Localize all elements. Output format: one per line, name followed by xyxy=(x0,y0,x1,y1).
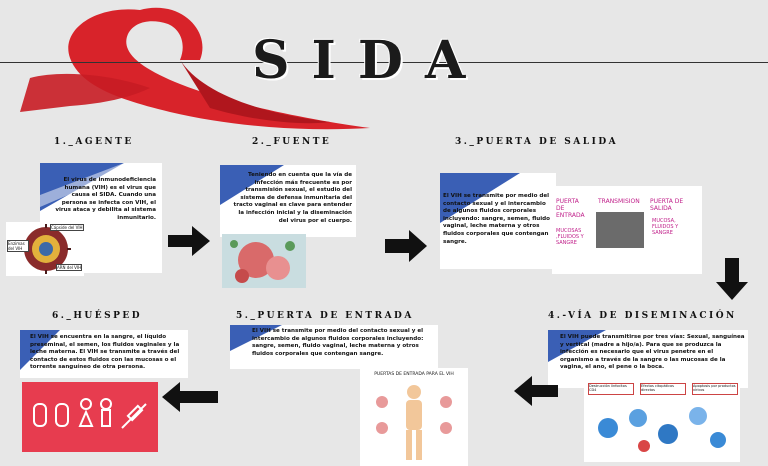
step-2-card: Teniendo en cuenta que la vía de infecci… xyxy=(220,165,356,237)
figure-title: PUERTAS DE ENTRADA PARA EL VIH xyxy=(374,372,454,377)
step-5-text: El VIH se transmite por medio del contac… xyxy=(252,328,424,357)
label-enzimas: Enzimas del VIH xyxy=(7,240,29,252)
diagram-salida-label: PUERTA DE SALIDA xyxy=(650,198,684,212)
step-6-card: El VIH se encuentra en la sangre, el líq… xyxy=(20,330,188,378)
blue-corner-icon xyxy=(40,163,124,211)
cell-infection-image xyxy=(222,234,306,288)
arrow-left-icon xyxy=(162,382,218,412)
arrow-left-icon xyxy=(514,376,558,406)
hiv-virus-image: Cápside del VIH Enzimas del VIH ARN del … xyxy=(6,222,84,276)
transmission-diagram: PUERTA DE ENTRADA TRANSMISION PUERTA DE … xyxy=(552,186,702,274)
box-efectos: Efectos citopáticos directos xyxy=(640,383,686,395)
diagram-right-label: MUCOSA, FLUIDOS Y SANGRE xyxy=(652,218,679,236)
host-icons-panel xyxy=(22,382,158,452)
step-5-heading: 5._Puerta de entrada xyxy=(236,311,414,321)
diagram-entrada-label: PUERTA DE ENTRADA xyxy=(556,198,585,219)
step-2-heading: 2._Fuente xyxy=(252,137,332,147)
page-title: SIDA xyxy=(252,30,488,91)
diagram-left-label: MUCOSAS ,FLUIDOS Y SANGRE xyxy=(556,228,584,246)
arrow-right-icon xyxy=(385,230,427,262)
box-destruccion: Destrucción linfocitos CD4 xyxy=(588,383,634,395)
label-arn: ARN del VIH xyxy=(56,264,83,271)
label-capside: Cápside del VIH xyxy=(50,224,84,231)
arrow-down-icon xyxy=(716,258,748,300)
box-apoptosis: Apoptosis por productos víricos xyxy=(692,383,738,395)
step-4-card: El VIH puede transmitirse por tres vías:… xyxy=(548,330,748,388)
arrow-right-icon xyxy=(168,226,210,256)
step-4-heading: 4.-Vía de diseminación xyxy=(548,311,737,321)
step-6-heading: 6._Huésped xyxy=(52,311,143,321)
step-3-card: El VIH se transmite por medio del contac… xyxy=(440,173,556,269)
transmission-photo xyxy=(596,212,644,248)
entry-points-figure: PUERTAS DE ENTRADA PARA EL VIH xyxy=(360,368,468,466)
step-5-card: El VIH se transmite por medio del contac… xyxy=(230,325,438,369)
dissemination-diagram: Destrucción linfocitos CD4 Efectos citop… xyxy=(584,380,740,462)
step-2-text: Teniendo en cuenta que la vía de infecci… xyxy=(233,172,352,224)
red-ribbon xyxy=(20,7,370,130)
divider-line xyxy=(0,62,768,63)
step-3-heading: 3._Puerta de salida xyxy=(455,137,619,147)
diagram-transmision-label: TRANSMISION xyxy=(598,198,640,205)
step-4-text: El VIH puede transmitirse por tres vías:… xyxy=(560,334,745,371)
step-3-text: El VIH se transmite por medio del contac… xyxy=(443,193,550,245)
step-6-text: El VIH se encuentra en la sangre, el líq… xyxy=(30,334,180,371)
step-1-heading: 1._Agente xyxy=(54,137,134,147)
step-1-text: El virus de inmunodeficiencia humana (VI… xyxy=(55,177,156,221)
